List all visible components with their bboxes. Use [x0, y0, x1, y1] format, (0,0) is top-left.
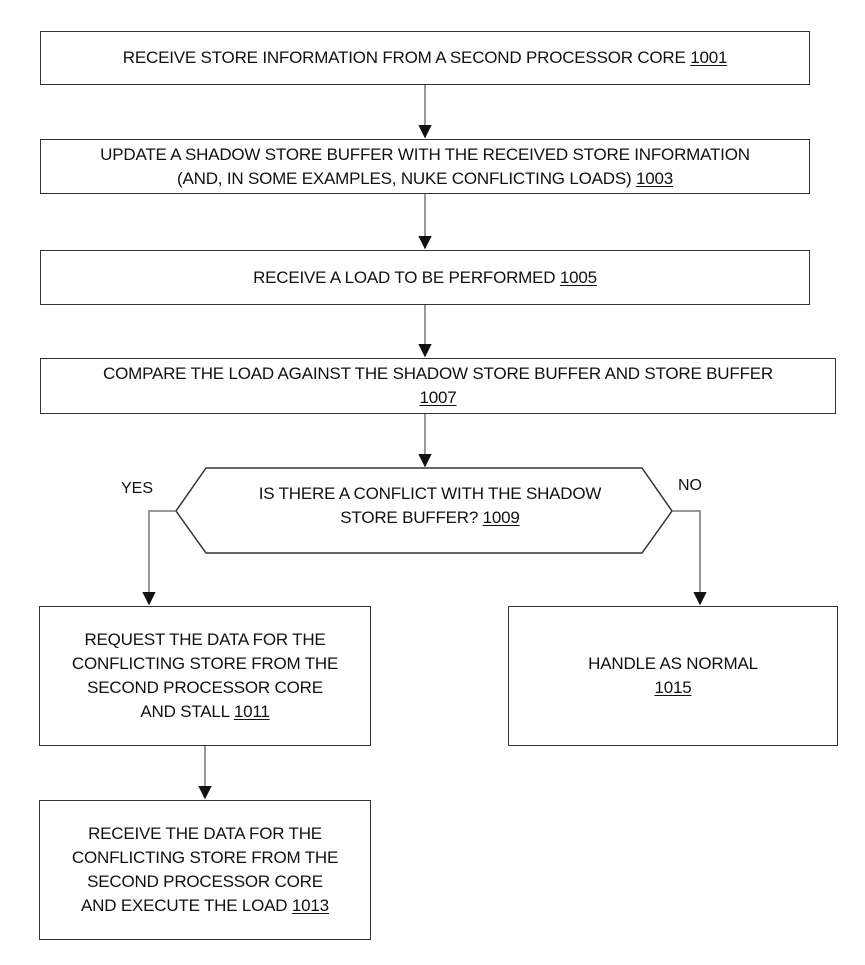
step-1001-text: RECEIVE STORE INFORMATION FROM A SECOND … — [122, 48, 728, 67]
step-1011-line1: REQUEST THE DATA FOR THE — [84, 630, 326, 649]
step-1003-line1: UPDATE A SHADOW STORE BUFFER WITH THE RE… — [100, 144, 750, 164]
step-1013-line1: RECEIVE THE DATA FOR THE — [88, 824, 322, 843]
decision-1009-ref: 1009 — [482, 508, 520, 527]
arrow-no-to-1015 — [672, 510, 707, 606]
step-1015-box: HANDLE AS NORMAL 1015 — [508, 606, 838, 746]
step-1013-box: RECEIVE THE DATA FOR THE CONFLICTING STO… — [39, 800, 371, 940]
step-1015-ref: 1015 — [654, 678, 692, 697]
step-1011-line2: CONFLICTING STORE FROM THE — [71, 654, 339, 673]
step-1005-box: RECEIVE A LOAD TO BE PERFORMED 1005 — [40, 250, 810, 305]
no-label: NO — [678, 477, 702, 494]
arrow-yes-to-1011 — [142, 510, 176, 606]
step-1013-line4: AND EXECUTE THE LOAD 1013 — [81, 896, 329, 915]
step-1003-ref: 1003 — [635, 168, 673, 188]
step-1011-line4: AND STALL 1011 — [140, 702, 270, 721]
step-1005-ref: 1005 — [559, 267, 597, 287]
decision-1009-line1: IS THERE A CONFLICT WITH THE SHADOW — [258, 484, 602, 503]
yes-label: YES — [121, 480, 154, 497]
decision-1009-text: IS THERE A CONFLICT WITH THE SHADOW STOR… — [200, 482, 660, 530]
step-1013-ref: 1013 — [291, 896, 329, 915]
step-1001-box: RECEIVE STORE INFORMATION FROM A SECOND … — [40, 31, 810, 85]
step-1001-ref: 1001 — [690, 48, 728, 67]
step-1015-text: HANDLE AS NORMAL — [588, 654, 758, 673]
step-1003-box: UPDATE A SHADOW STORE BUFFER WITH THE RE… — [40, 139, 810, 194]
step-1013-line2: CONFLICTING STORE FROM THE — [71, 848, 339, 867]
step-1005-text: RECEIVE A LOAD TO BE PERFORMED 1005 — [253, 267, 597, 287]
step-1011-box: REQUEST THE DATA FOR THE CONFLICTING STO… — [39, 606, 371, 746]
step-1003-line2: (AND, IN SOME EXAMPLES, NUKE CONFLICTING… — [177, 168, 673, 188]
step-1007-text: COMPARE THE LOAD AGAINST THE SHADOW STOR… — [103, 364, 773, 383]
step-1013-line3: SECOND PROCESSOR CORE — [87, 872, 323, 891]
step-1007-box: COMPARE THE LOAD AGAINST THE SHADOW STOR… — [40, 358, 836, 414]
step-1011-ref: 1011 — [233, 702, 270, 721]
step-1007-ref: 1007 — [419, 388, 457, 407]
step-1011-line3: SECOND PROCESSOR CORE — [87, 678, 323, 697]
decision-1009-line2: STORE BUFFER? 1009 — [340, 508, 520, 527]
